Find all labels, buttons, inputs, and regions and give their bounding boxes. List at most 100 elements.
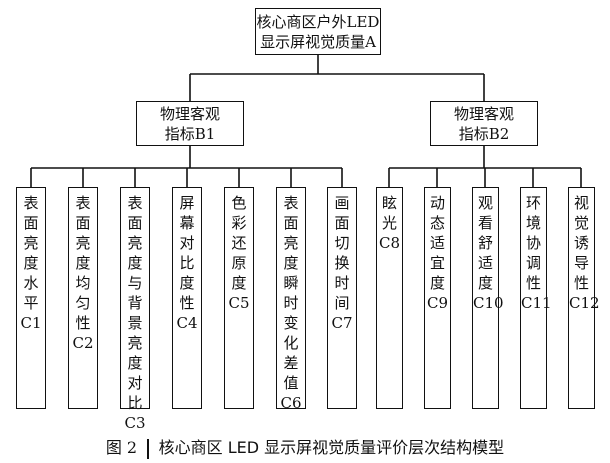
leaf-node-code: C1 [20,314,42,332]
leaf-node-char: 面 [23,214,39,232]
root-node-a: 核心商区户外LED 显示屏视觉质量A [255,8,381,55]
leaf-node-char: 变 [283,314,299,332]
leaf-node-char: 性 [179,294,195,312]
figure-caption: 图 2 核心商区 LED 显示屏视觉质量评价层次结构模型 [0,434,610,459]
mid-node-b2: 物理客观 指标B2 [430,101,538,146]
leaf-node-char: 原 [231,254,247,272]
connector-lines [30,55,582,187]
leaf-node-char: 还 [231,234,247,252]
leaf-node-char: 化 [283,334,299,352]
leaf-node-char: 态 [429,214,445,232]
leaf-node-char: 度 [231,274,247,292]
leaf-node-char: 幕 [179,214,195,232]
leaf-node-char: 表 [283,194,299,212]
mid-node-b1: 物理客观 指标B1 [136,101,244,146]
leaf-node-c5: 色彩还原度 C5 [224,187,254,409]
leaf-node-char: 性 [75,314,91,332]
leaf-node-char: 宜 [429,254,445,272]
leaf-node-char: 眩 [381,194,397,212]
leaf-node-char: 瞬 [283,274,299,292]
leaf-node-char: 光 [381,214,397,232]
leaf-node-char: 性 [525,274,541,292]
leaf-node-char: 境 [525,214,541,232]
leaf-node-char: 舒 [477,234,493,252]
leaf-node-char: 亮 [127,234,143,252]
leaf-node-char: 时 [334,274,350,292]
leaf-node-char: 度 [75,254,91,272]
leaf-node-char: 比 [179,254,195,272]
leaf-node-char: 看 [477,214,493,232]
leaf-node-char: 度 [23,254,39,272]
leaf-node-char: 切 [334,234,350,252]
leaf-node-code: C8 [378,234,401,252]
leaf-node-char: 对 [127,374,143,392]
leaf-node-code: C5 [228,294,250,312]
leaf-node-code: C3 [124,414,146,432]
mid-node-b2-line1: 物理客观 [453,104,514,123]
leaf-node-char: 亮 [283,234,299,252]
leaf-node-char: 背 [127,294,143,312]
leaf-node-char: 色 [231,194,247,212]
leaf-node-char: 面 [334,214,350,232]
leaf-node-char: 度 [429,274,445,292]
leaf-node-char: 表 [23,194,39,212]
mid-node-b1-line1: 物理客观 [159,104,220,123]
leaf-node-c8: 眩光 C8 [376,187,403,409]
leaf-node-char: 动 [429,194,445,212]
leaf-node-char: 亮 [75,234,91,252]
leaf-node-char: 面 [283,214,299,232]
caption-divider [147,438,149,459]
root-node-line2: 显示屏视觉质量A [260,32,376,51]
mid-node-b2-line2: 指标B2 [458,124,510,143]
leaf-node-char: 视 [573,194,589,212]
leaf-node-char: 环 [525,194,541,212]
leaf-node-char: 差 [283,354,299,372]
leaf-node-char: 间 [334,294,350,312]
leaf-node-char: 度 [127,354,143,372]
leaf-node-char: 与 [127,274,143,292]
leaf-node-char: 彩 [231,214,247,232]
leaf-node-c1: 表面亮度水平 C1 [16,187,46,409]
leaf-node-char: 画 [334,194,350,212]
leaf-node-char: 观 [477,194,493,212]
figure-title: 核心商区 LED 显示屏视觉质量评价层次结构模型 [158,438,505,457]
leaf-node-char: 水 [23,274,39,292]
leaf-node-char: 换 [334,254,350,272]
figure-number: 图 2 [105,438,138,457]
leaf-node-char: 比 [127,394,143,412]
leaf-node-char: 景 [127,314,143,332]
leaf-node-char: 性 [573,274,589,292]
leaf-node-char: 协 [525,234,541,252]
leaf-node-char: 对 [179,234,195,252]
leaf-node-char: 面 [75,214,91,232]
leaf-node-char: 亮 [127,334,143,352]
leaf-node-char: 适 [429,234,445,252]
leaf-node-c11: 环境协调性 C11 [520,187,552,409]
leaf-node-c7: 画面切换时间 C7 [327,187,357,409]
root-node-line1: 核心商区户外LED [256,12,380,31]
leaf-node-char: 度 [283,254,299,272]
leaf-node-char: 度 [127,254,143,272]
leaf-node-char: 值 [283,374,299,392]
leaf-node-code: C11 [521,294,552,312]
leaf-node-char: 度 [477,274,493,292]
leaf-node-code: C4 [176,314,198,332]
leaf-node-char: 面 [127,214,143,232]
leaf-node-char: 亮 [23,234,39,252]
leaf-node-char: 匀 [75,294,91,312]
leaf-node-char: 平 [23,294,39,312]
leaf-node-char: 均 [75,274,91,292]
leaf-node-char: 屏 [179,194,195,212]
leaf-node-char: 表 [127,194,143,212]
leaf-node-char: 调 [525,254,541,272]
leaf-node-code: C6 [280,394,302,412]
leaf-node-code: C2 [72,334,94,352]
leaf-node-code: C7 [331,314,353,332]
leaf-node-code: C10 [473,294,504,312]
